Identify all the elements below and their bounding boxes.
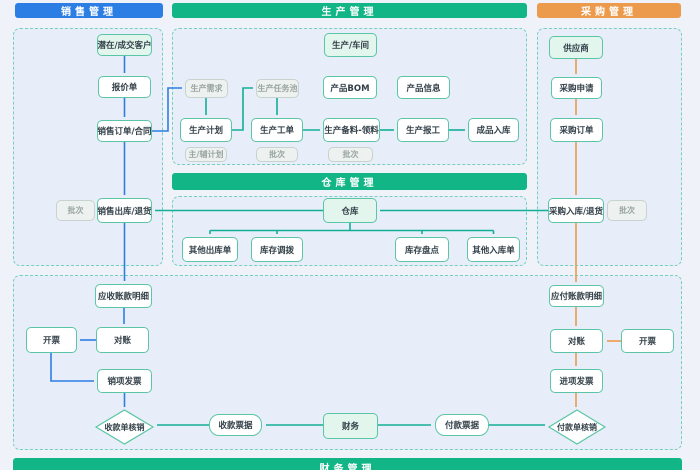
purchase-section [537,28,682,266]
node-receipt-bill: 收款票据 [209,414,262,436]
node-material-prep: 生产备料-领料 [323,118,380,142]
tag-batch-sales: 批次 [56,200,95,221]
node-supplier: 供应商 [549,36,603,59]
node-production-report: 生产报工 [397,118,449,142]
node-purchase-inbound: 采购入库/退货 [548,198,604,223]
node-warehouse: 仓库 [323,198,377,223]
finance-header: 财务管理 [13,458,682,470]
sales-header: 销售管理 [15,3,163,18]
node-finance: 财务 [323,413,378,439]
node-ap-detail: 应付账款明细 [549,285,604,307]
node-other-inbound: 其他入库单 [467,237,520,262]
node-finished-inbound: 成品入库 [468,118,519,142]
node-inventory-count: 库存盘点 [395,237,449,262]
sales-section [13,28,163,266]
node-purchase-order: 采购订单 [550,118,603,142]
production-header: 生产管理 [172,3,527,18]
node-invoice-right: 开票 [621,329,674,353]
tag-main-aux-plan: 主/辅计划 [185,147,227,162]
node-sales-invoice: 销项发票 [97,369,152,393]
tag-batch-purchase: 批次 [607,200,647,221]
node-purchase-request: 采购申请 [551,77,602,99]
node-other-outbound: 其他出库单 [182,237,238,262]
node-production-plan: 生产计划 [180,118,232,142]
node-invoice-left: 开票 [26,327,77,353]
node-receipt-writeoff: 收款单核销 [104,422,145,432]
node-payment-bill: 付款票据 [435,414,489,436]
node-workshop: 生产/车间 [324,33,377,57]
node-production-work-order: 生产工单 [251,118,303,142]
node-potential-customer: 潜在/成交客户 [97,34,152,56]
tag-production-task-pool: 生产任务池 [256,79,299,98]
node-payment-writeoff: 付款单核销 [557,422,597,432]
node-reconcile-left: 对账 [96,327,149,353]
node-sales-order: 销售订单/合同 [97,120,152,142]
node-quotation: 报价单 [98,76,151,98]
purchase-header: 采购管理 [537,3,681,18]
node-product-bom: 产品BOM [323,76,377,99]
node-purchase-invoice: 进项发票 [550,369,603,393]
tag-production-demand: 生产需求 [185,79,228,98]
tag-batch-material: 批次 [328,147,373,162]
node-sales-outbound: 销售出库/退货 [97,198,152,223]
node-product-info: 产品信息 [397,76,450,99]
tag-batch-work-order: 批次 [256,147,298,162]
node-ar-detail: 应收账款明细 [95,284,152,308]
warehouse-header: 仓库管理 [172,173,527,190]
node-reconcile-right: 对账 [550,329,603,353]
node-inventory-transfer: 库存调拨 [251,237,303,262]
